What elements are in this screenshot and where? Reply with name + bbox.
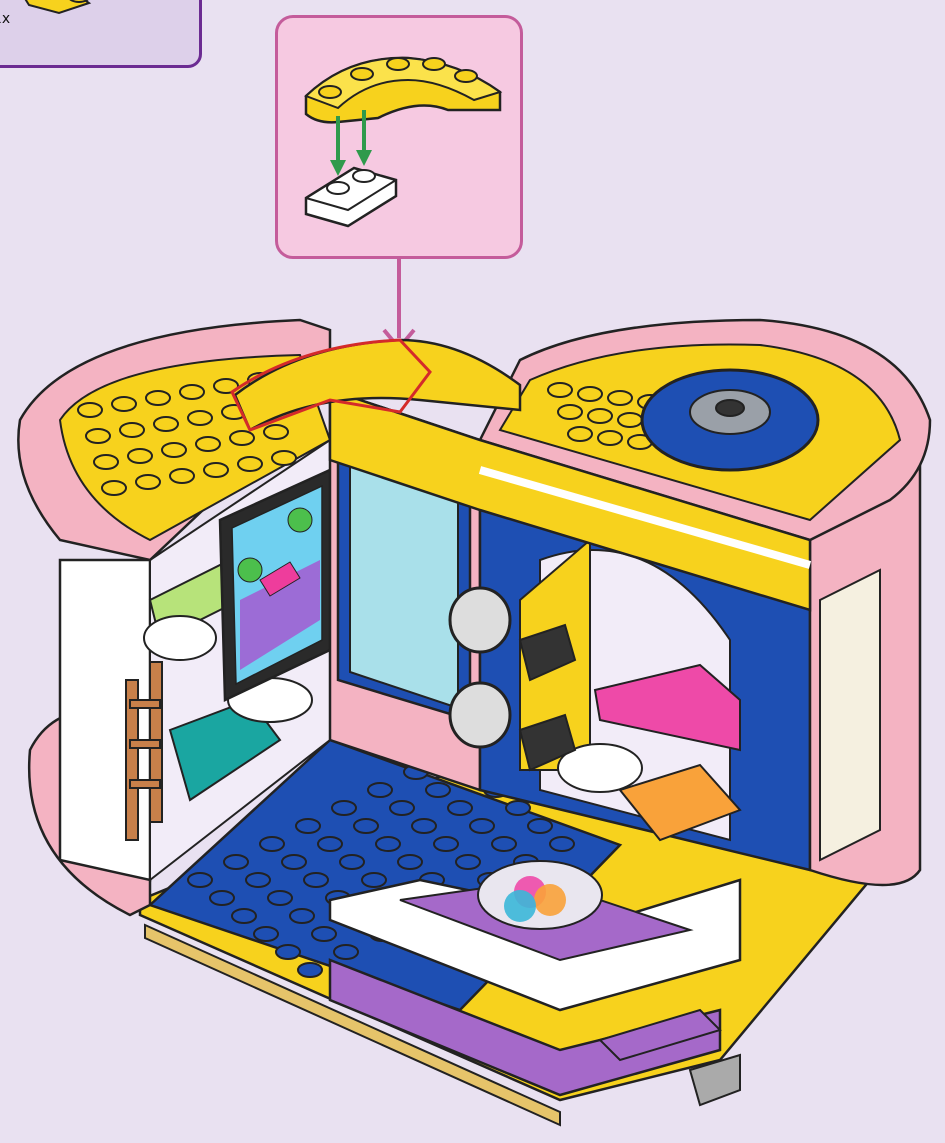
subassembly-callout bbox=[275, 15, 523, 259]
stud bbox=[179, 384, 205, 400]
stud bbox=[505, 800, 531, 816]
right-pink-wall bbox=[808, 429, 922, 887]
stud bbox=[209, 890, 235, 906]
headset-icon bbox=[448, 586, 512, 749]
stud bbox=[311, 926, 337, 942]
stud bbox=[229, 430, 255, 446]
stud bbox=[397, 854, 423, 870]
stud bbox=[587, 408, 613, 424]
parts-yellow-piece-icon bbox=[24, 0, 92, 15]
stud bbox=[111, 396, 137, 412]
stud bbox=[153, 416, 179, 432]
stud bbox=[303, 872, 329, 888]
stud bbox=[77, 402, 103, 418]
stud bbox=[567, 426, 593, 442]
stud bbox=[375, 836, 401, 852]
stud bbox=[333, 944, 359, 960]
ladder bbox=[125, 661, 163, 841]
stud bbox=[237, 456, 263, 472]
stud bbox=[617, 412, 643, 428]
stud bbox=[187, 410, 213, 426]
stud bbox=[527, 818, 553, 834]
stud bbox=[281, 854, 307, 870]
stud bbox=[367, 782, 393, 798]
stud bbox=[447, 800, 473, 816]
stud bbox=[169, 468, 195, 484]
stud bbox=[339, 854, 365, 870]
stud bbox=[245, 872, 271, 888]
stud bbox=[297, 962, 323, 978]
subassembly-diagram bbox=[304, 56, 503, 228]
stud bbox=[491, 836, 517, 852]
stud bbox=[145, 390, 171, 406]
game-controller-icon bbox=[518, 623, 577, 772]
yellow-curved-plate-icon bbox=[304, 56, 503, 124]
green-arrow-icon bbox=[330, 110, 372, 176]
stud bbox=[469, 818, 495, 834]
stud bbox=[455, 854, 481, 870]
stud bbox=[289, 908, 315, 924]
stud bbox=[213, 378, 239, 394]
round-rug bbox=[477, 860, 603, 930]
stud bbox=[119, 422, 145, 438]
stud bbox=[317, 836, 343, 852]
stud bbox=[389, 800, 415, 816]
stud bbox=[275, 944, 301, 960]
stud bbox=[425, 782, 451, 798]
stud bbox=[411, 818, 437, 834]
stud bbox=[195, 436, 221, 452]
stud bbox=[577, 386, 603, 402]
stud bbox=[557, 404, 583, 420]
stud bbox=[267, 890, 293, 906]
parts-list-callout: 1x bbox=[0, 0, 202, 68]
placement-highlight bbox=[230, 338, 432, 432]
stud bbox=[259, 836, 285, 852]
stud bbox=[203, 462, 229, 478]
stud bbox=[135, 474, 161, 490]
stud bbox=[231, 908, 257, 924]
tv-screen bbox=[218, 468, 332, 702]
stud bbox=[549, 836, 575, 852]
top-front-edge bbox=[328, 388, 812, 612]
stud bbox=[223, 854, 249, 870]
stud bbox=[331, 800, 357, 816]
stud bbox=[161, 442, 187, 458]
callout-pointer-arrow bbox=[382, 259, 416, 352]
stud bbox=[85, 428, 111, 444]
stud bbox=[93, 454, 119, 470]
white-plate-icon bbox=[304, 166, 398, 228]
stud bbox=[187, 872, 213, 888]
stud bbox=[547, 382, 573, 398]
stud bbox=[295, 818, 321, 834]
left-shelves bbox=[143, 558, 313, 802]
stud bbox=[253, 926, 279, 942]
purple-plate bbox=[598, 1008, 741, 1107]
parts-quantity: 1x bbox=[0, 11, 11, 27]
stud bbox=[263, 424, 289, 440]
stud bbox=[361, 872, 387, 888]
right-shelf-items bbox=[557, 663, 742, 842]
turntable-icon bbox=[640, 368, 820, 472]
stud bbox=[101, 480, 127, 496]
stud bbox=[607, 390, 633, 406]
stud bbox=[127, 448, 153, 464]
stud bbox=[353, 818, 379, 834]
stud bbox=[433, 836, 459, 852]
stud bbox=[271, 450, 297, 466]
stud bbox=[597, 430, 623, 446]
